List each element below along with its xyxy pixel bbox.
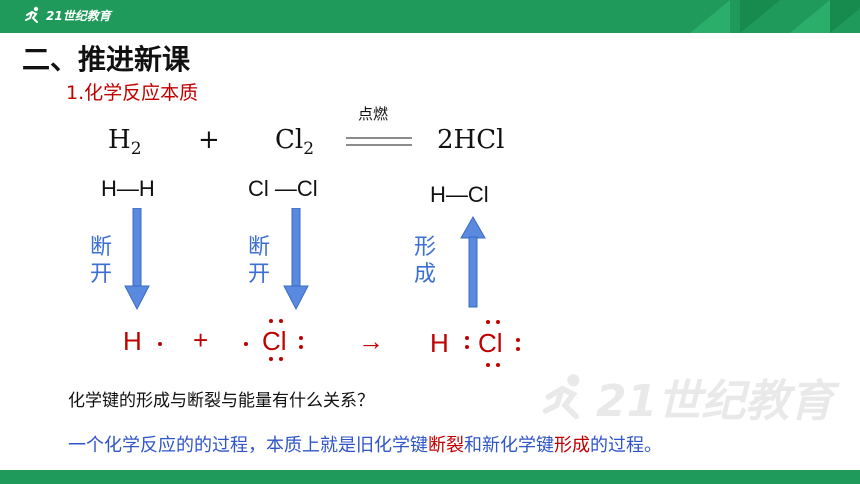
page-title: 二、推进新课: [22, 43, 191, 76]
electron-product-cl: Cl: [478, 328, 503, 358]
electron-pair: [299, 336, 303, 349]
product-hcl: 2HCl: [437, 125, 505, 155]
label-form-hcl: 形成: [414, 235, 437, 287]
electron-h: H: [123, 326, 142, 356]
runner-icon: [542, 374, 580, 420]
equals-sign: [346, 137, 412, 146]
electron-pair: [486, 320, 500, 324]
watermark-text: 21世纪教育: [596, 376, 834, 427]
header-bar: 21世纪教育: [0, 0, 860, 33]
logo-text: 21世纪教育: [46, 8, 111, 23]
electron-pair: [465, 336, 469, 349]
electron-pair: [486, 363, 500, 367]
bond-cl2: Cl —Cl: [248, 176, 318, 201]
arrow-up-icon: [460, 216, 486, 308]
reaction-condition: 点燃: [358, 105, 389, 123]
label-break-cl2: 断开: [248, 235, 271, 287]
arrow-down-icon: [283, 208, 309, 310]
electron-plus: +: [193, 325, 209, 355]
reactant-h2: H2: [108, 125, 142, 160]
electron-pair: [269, 319, 283, 323]
reactant-cl2: Cl2: [275, 125, 315, 160]
highlight-break: 断裂: [428, 435, 464, 456]
question-text: 化学键的形成与断裂与能量有什么关系？: [68, 391, 374, 411]
header-decoration: [790, 0, 830, 33]
electron-dot: [158, 342, 162, 346]
section-subtitle: 1.化学反应本质: [66, 82, 199, 104]
reaction-arrow-icon: →: [358, 326, 384, 356]
logo: 21世纪教育: [24, 6, 111, 24]
runner-icon: [25, 6, 39, 23]
electron-pair: [269, 357, 283, 361]
bond-h2: H—H: [101, 176, 155, 201]
electron-product-h: H: [430, 328, 449, 358]
highlight-form: 形成: [554, 435, 590, 456]
header-decoration: [690, 0, 730, 33]
header-decoration: [740, 0, 780, 33]
equation-plus: +: [198, 125, 220, 155]
header-decoration: [830, 0, 860, 33]
footer-bar: [0, 470, 860, 484]
label-break-h2: 断开: [90, 235, 113, 287]
watermark: 21世纪教育: [540, 365, 833, 429]
electron-pair: [516, 338, 520, 351]
electron-cl: Cl: [262, 326, 287, 356]
summary-text: 一个化学反应的的过程，本质上就是旧化学键断裂和新化学键形成的过程。: [68, 435, 662, 456]
electron-dot: [244, 342, 248, 346]
arrow-down-icon: [124, 208, 150, 310]
bond-hcl: H—Cl: [430, 182, 489, 207]
